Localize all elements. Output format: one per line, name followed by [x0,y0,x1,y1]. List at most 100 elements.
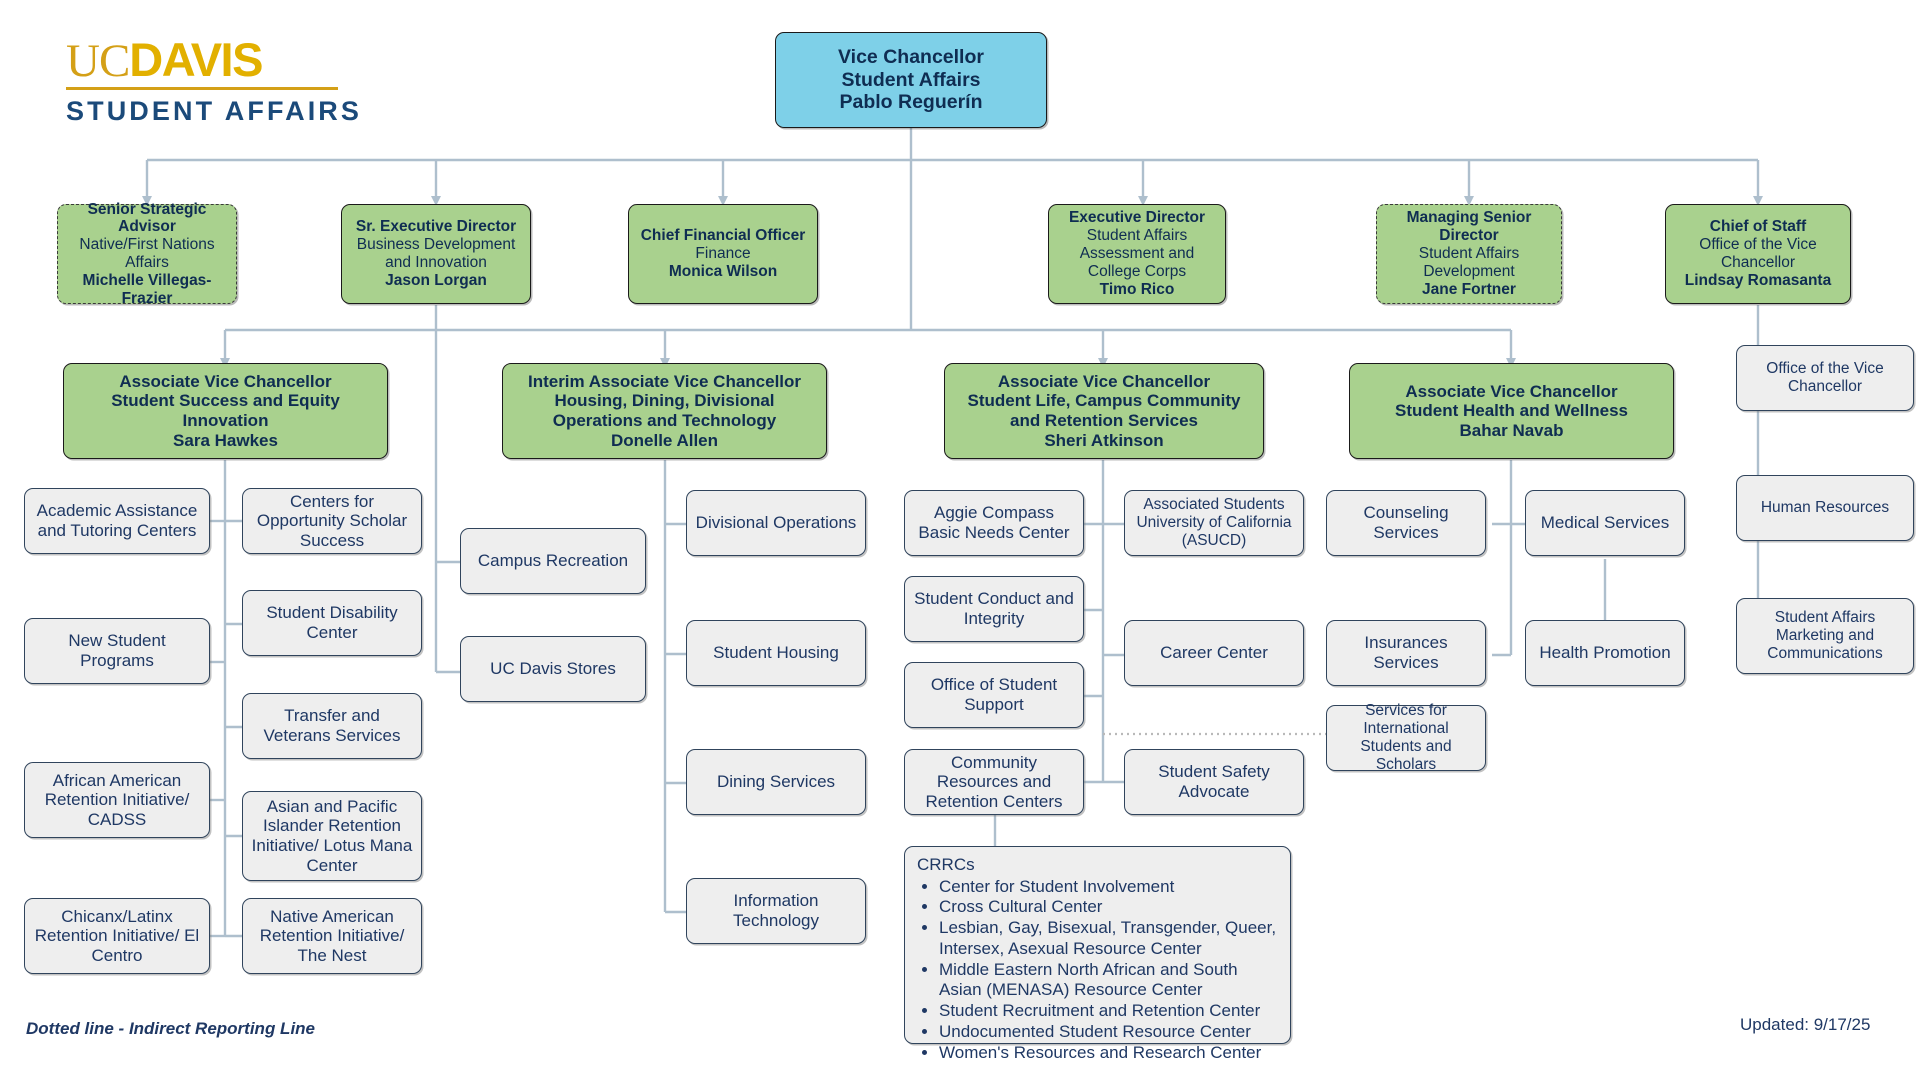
unit-label: Transfer and Veterans Services [263,706,401,745]
org-node-managing-senior-director[interactable]: Managing Senior Director Student Affairs… [1376,204,1562,304]
org-unit-campus-recreation[interactable]: Campus Recreation [460,528,646,594]
unit-label: Student Disability Center [266,603,398,642]
org-node-chief-of-staff[interactable]: Chief of Staff Office of the Vice Chance… [1665,204,1851,304]
node-unit: Office of the Vice Chancellor [1699,236,1817,271]
crrcs-item: Lesbian, Gay, Bisexual, Transgender, Que… [939,918,1280,959]
logo-davis-text: DAVIS [129,33,263,86]
org-unit-health-promotion[interactable]: Health Promotion [1525,620,1685,686]
org-unit-office-of-vice-chancellor[interactable]: Office of the Vice Chancellor [1736,345,1914,411]
node-unit: Housing, Dining, Divisional Operations a… [552,391,777,430]
org-unit-career-center[interactable]: Career Center [1124,620,1304,686]
node-unit: Business Development and Innovation [356,236,516,271]
org-unit-international-students-scholars[interactable]: Services for International Students and … [1326,702,1486,773]
node-unit: Finance [695,245,751,263]
org-node-avc-student-life[interactable]: Associate Vice Chancellor Student Life, … [944,363,1264,459]
unit-label: Community Resources and Retention Center… [925,752,1063,811]
org-node-avc-health-wellness[interactable]: Associate Vice Chancellor Student Health… [1349,363,1674,459]
unit-label: African American Retention Initiative/ C… [44,770,190,829]
unit-label: Asian and Pacific Islander Retention Ini… [251,796,413,875]
org-unit-centers-opportunity-scholar[interactable]: Centers for Opportunity Scholar Success [242,488,422,554]
org-unit-chicanx-latinx-retention[interactable]: Chicanx/Latinx Retention Initiative/ El … [24,898,210,974]
org-node-executive-director-assessment[interactable]: Executive Director Student Affairs Asses… [1048,204,1226,304]
org-unit-new-student-programs[interactable]: New Student Programs [24,618,210,684]
org-unit-student-housing[interactable]: Student Housing [686,620,866,686]
node-unit: Student Affairs Assessment and College C… [1079,227,1195,280]
crrcs-item: Student Recruitment and Retention Center [939,1001,1280,1022]
org-node-avc-housing-dining[interactable]: Interim Associate Vice Chancellor Housin… [502,363,827,459]
org-unit-office-of-student-support[interactable]: Office of Student Support [904,662,1084,728]
org-unit-uc-davis-stores[interactable]: UC Davis Stores [460,636,646,702]
unit-label: Health Promotion [1539,643,1671,663]
crrcs-panel: CRRCs Center for Student Involvement Cro… [904,846,1291,1062]
unit-label: Student Conduct and Integrity [914,589,1074,628]
unit-label: Student Affairs Marketing and Communicat… [1767,609,1883,662]
node-title: Interim Associate Vice Chancellor [527,371,802,391]
org-unit-insurances-services[interactable]: Insurances Services [1326,620,1486,686]
node-title: Associate Vice Chancellor [1405,381,1618,401]
org-unit-community-resources-retention[interactable]: Community Resources and Retention Center… [904,749,1084,815]
crrcs-item: Women's Resources and Research Center [939,1043,1280,1064]
crrcs-item: Middle Eastern North African and South A… [939,960,1280,1001]
node-person: Jane Fortner [1422,280,1516,298]
unit-label: Centers for Opportunity Scholar Success [256,491,408,550]
node-title: Associate Vice Chancellor [997,371,1211,391]
node-title: Sr. Executive Director [355,218,517,236]
unit-label: Office of Student Support [930,675,1058,714]
node-person: Bahar Navab [1459,420,1564,440]
org-unit-academic-assistance[interactable]: Academic Assistance and Tutoring Centers [24,488,210,554]
root-title: Vice Chancellor [838,46,984,69]
unit-label: Campus Recreation [477,551,629,571]
node-title: Executive Director [1068,209,1206,227]
legend-note: Dotted line - Indirect Reporting Line [26,1019,315,1038]
unit-label: Information Technology [732,891,819,930]
org-node-sr-executive-director[interactable]: Sr. Executive Director Business Developm… [341,204,531,304]
node-person: Lindsay Romasanta [1684,271,1832,289]
unit-label: Office of the Vice Chancellor [1766,360,1884,395]
org-unit-student-disability-center[interactable]: Student Disability Center [242,590,422,656]
root-person: Pablo Reguerín [839,91,983,114]
org-unit-native-american-retention[interactable]: Native American Retention Initiative/ Th… [242,898,422,974]
org-unit-asucd[interactable]: Associated Students University of Califo… [1124,490,1304,556]
unit-label: Divisional Operations [695,513,857,533]
org-node-senior-strategic-advisor[interactable]: Senior Strategic Advisor Native/First Na… [57,200,237,307]
crrcs-list: Center for Student Involvement Cross Cul… [917,877,1280,1064]
org-unit-medical-services[interactable]: Medical Services [1525,490,1685,556]
unit-label: Services for International Students and … [1360,702,1452,773]
org-unit-student-conduct-integrity[interactable]: Student Conduct and Integrity [904,576,1084,642]
unit-label: UC Davis Stores [490,659,616,679]
unit-label: Associated Students University of Califo… [1136,496,1292,549]
node-unit: Student Success and Equity Innovation [111,391,340,430]
node-person: Monica Wilson [668,262,778,280]
logo-subtitle: STUDENT AFFAIRS [66,96,362,126]
org-unit-dining-services[interactable]: Dining Services [686,749,866,815]
org-unit-african-american-retention[interactable]: African American Retention Initiative/ C… [24,762,210,838]
node-person: Sheri Atkinson [1044,430,1164,450]
org-unit-aggie-compass[interactable]: Aggie Compass Basic Needs Center [904,490,1084,556]
unit-label: Career Center [1160,643,1268,663]
unit-label: Academic Assistance and Tutoring Centers [36,501,198,540]
org-unit-api-retention-lotus-mana[interactable]: Asian and Pacific Islander Retention Ini… [242,791,422,881]
org-unit-human-resources[interactable]: Human Resources [1736,475,1914,541]
unit-label: Insurances Services [1364,633,1448,672]
unit-label: Aggie Compass Basic Needs Center [918,503,1070,542]
org-unit-marketing-communications[interactable]: Student Affairs Marketing and Communicat… [1736,598,1914,674]
org-node-vice-chancellor[interactable]: Vice Chancellor Student Affairs Pablo Re… [775,32,1047,128]
unit-label: Student Safety Advocate [1158,762,1270,801]
node-unit: Student Health and Wellness [1394,401,1628,421]
org-node-chief-financial-officer[interactable]: Chief Financial Officer Finance Monica W… [628,204,818,304]
org-unit-divisional-operations[interactable]: Divisional Operations [686,490,866,556]
node-person: Timo Rico [1099,280,1175,298]
node-unit: Student Life, Campus Community and Reten… [967,391,1241,430]
org-unit-information-technology[interactable]: Information Technology [686,878,866,944]
crrcs-item: Cross Cultural Center [939,897,1280,918]
org-unit-transfer-veterans-services[interactable]: Transfer and Veterans Services [242,693,422,759]
node-person: Sara Hawkes [173,430,278,450]
org-unit-student-safety-advocate[interactable]: Student Safety Advocate [1124,749,1304,815]
uc-davis-student-affairs-logo: UCDAVIS STUDENT AFFAIRS [66,33,362,127]
crrcs-item: Undocumented Student Resource Center [939,1022,1280,1043]
org-unit-counseling-services[interactable]: Counseling Services [1326,490,1486,556]
org-node-avc-student-success[interactable]: Associate Vice Chancellor Student Succes… [63,363,388,459]
node-person: Donelle Allen [610,430,719,450]
node-title: Senior Strategic Advisor [87,200,207,236]
